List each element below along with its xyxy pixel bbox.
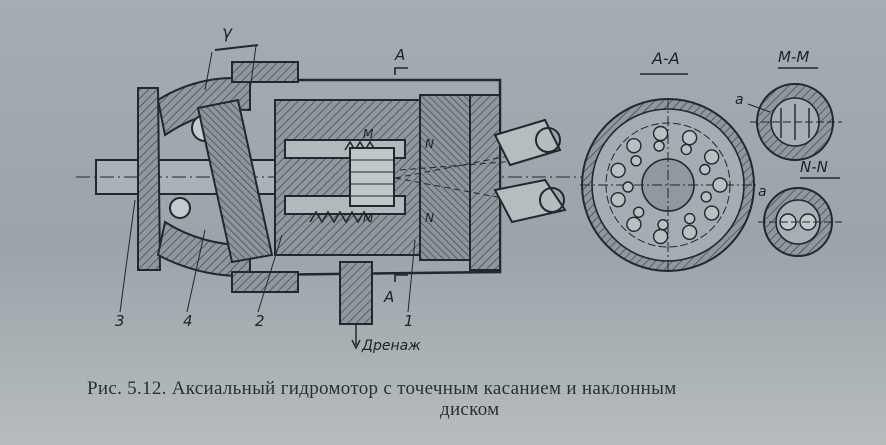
longitudinal-section <box>76 44 600 350</box>
outlet-fitting <box>493 178 567 224</box>
drain-port <box>339 261 373 325</box>
part-number-2: 2 <box>255 312 265 330</box>
piston-bore <box>622 181 634 193</box>
piston-bore <box>700 191 712 203</box>
section-a-label-top: A <box>394 46 405 64</box>
section-n-n <box>758 177 842 257</box>
section-a-label-bottom: A <box>383 288 394 306</box>
inclined-disk <box>196 98 274 264</box>
section-a-a <box>580 73 756 272</box>
piston-bore <box>680 143 692 156</box>
piston-bore <box>610 162 626 179</box>
distributor <box>419 94 471 261</box>
n-label-bottom: N <box>425 211 434 225</box>
gamma-label: γ <box>222 23 233 43</box>
part-number-3: 3 <box>115 312 125 330</box>
piston-bore <box>681 129 698 146</box>
piston-bore <box>626 216 642 233</box>
piston-bore <box>626 137 642 154</box>
letter-a-top: a <box>735 92 744 108</box>
piston-bore <box>704 205 720 221</box>
piston-bore <box>652 228 669 245</box>
figure-caption-line-1: Рис. 5.12. Аксиальный гидромотор с точеч… <box>87 378 677 399</box>
piston-bore <box>633 206 645 218</box>
piston-bore <box>712 177 728 193</box>
piston-bore <box>652 125 669 142</box>
piston-bore <box>657 218 669 231</box>
figure-caption-line-2: диском <box>440 399 500 420</box>
n-label-top: N <box>425 137 434 151</box>
m-label-bottom: M <box>363 211 374 225</box>
view-mm-label: M-M <box>778 48 809 66</box>
piston-bore <box>681 224 698 241</box>
piston-bore <box>704 149 720 165</box>
piston-bore <box>630 155 642 167</box>
letter-a-bottom: a <box>758 184 767 200</box>
section-m-m <box>747 67 842 161</box>
inlet-fitting <box>493 118 562 167</box>
view-nn-label: N-N <box>800 158 828 176</box>
piston-bore <box>684 212 696 225</box>
drain-label: Дренаж <box>361 338 421 354</box>
flange <box>137 87 162 271</box>
piston-bore <box>699 163 711 176</box>
part-number-4: 4 <box>183 312 193 330</box>
piston-bores <box>610 125 728 245</box>
piston-bore <box>610 191 626 208</box>
m-label-top: M <box>363 127 374 141</box>
view-aa-label: A-A <box>651 49 680 68</box>
part-number-1: 1 <box>404 312 414 330</box>
piston-bore <box>653 140 665 152</box>
